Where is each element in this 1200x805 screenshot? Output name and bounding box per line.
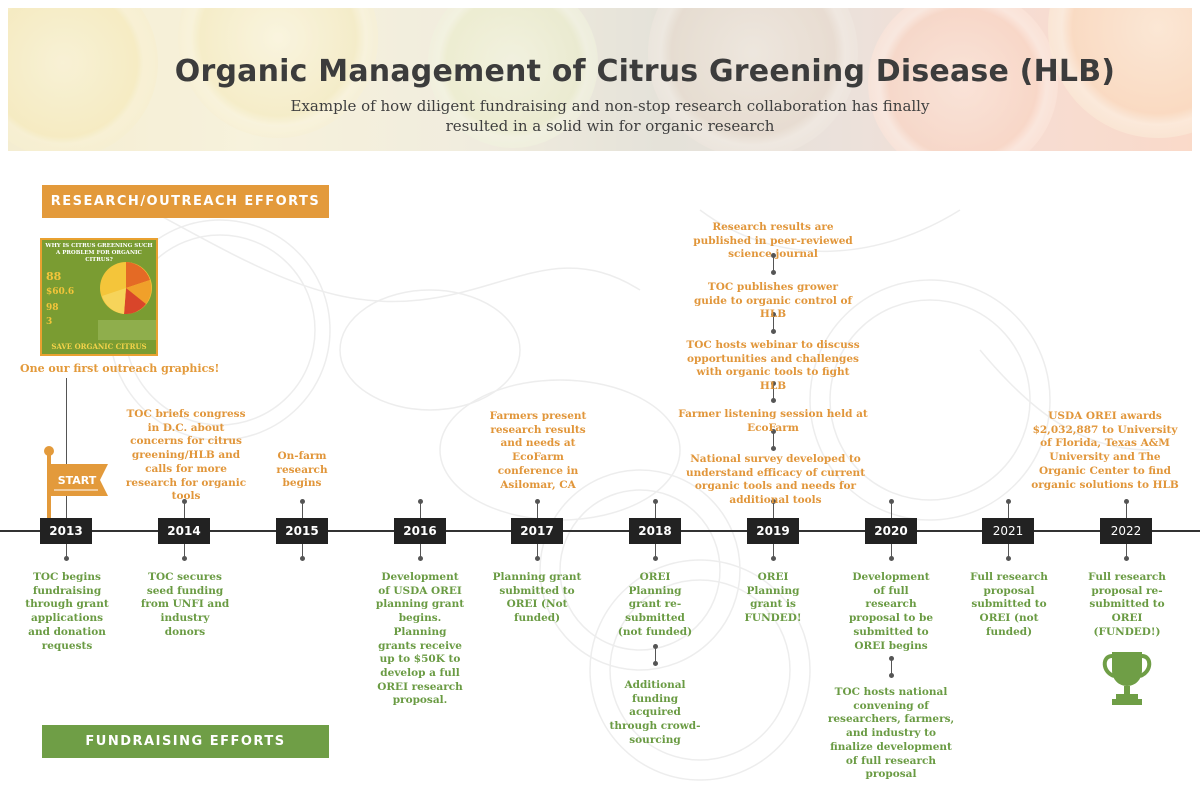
research-2019-journal: Research results are published in peer-r…: [693, 221, 853, 261]
research-2019-webinar: TOC hosts webinar to discuss opportuniti…: [686, 339, 860, 393]
header-banner: [8, 8, 1192, 151]
research-outreach-header: RESEARCH/OUTREACH EFFORTS: [42, 185, 329, 218]
citrus-line-art-background: [109, 209, 1151, 781]
research-2015: On-farm research begins: [276, 450, 328, 490]
fundraising-2014: TOC secures seed funding from UNFI and i…: [140, 571, 230, 638]
outreach-graphic-image: WHY IS CITRUS GREENING SUCH A PROBLEM FO…: [40, 238, 158, 356]
year-2015: 2015: [276, 518, 328, 544]
year-2016: 2016: [394, 518, 446, 544]
timeline-axis: [0, 530, 1200, 532]
outreach-graphic-caption: One our first outreach graphics!: [20, 362, 220, 375]
year-2013: 2013: [40, 518, 92, 544]
fundraising-2018-resubmit: OREI Planning grant re-submitted (not fu…: [617, 571, 693, 638]
fundraising-2018-crowdsourcing: Additional funding acquired through crow…: [609, 679, 701, 746]
fundraising-2017: Planning grant submitted to OREI (Not fu…: [492, 571, 582, 625]
start-flag-icon: START: [44, 446, 108, 522]
research-2022: USDA OREI awards $2,032,887 to Universit…: [1031, 410, 1179, 491]
research-2019-guide: TOC publishes grower guide to organic co…: [693, 281, 853, 321]
fundraising-2020-proposal: Development of full research proposal to…: [848, 571, 934, 652]
outreach-graphic-footer: SAVE ORGANIC CITRUS: [51, 342, 147, 351]
page-subtitle: Example of how diligent fundraising and …: [290, 97, 930, 135]
citrus-pie-icon: [100, 262, 152, 315]
fundraising-2019: OREI Planning grant is FUNDED!: [744, 571, 802, 625]
fundraising-2022: Full research proposal re-submitted to O…: [1088, 571, 1166, 638]
year-2018: 2018: [629, 518, 681, 544]
research-2017: Farmers present research results and nee…: [489, 410, 587, 491]
fundraising-2020-convening: TOC hosts national convening of research…: [827, 686, 955, 781]
year-2014: 2014: [158, 518, 210, 544]
fundraising-2013: TOC begins fundraising through grant app…: [25, 571, 109, 652]
research-2019-survey: National survey developed to understand …: [685, 453, 866, 507]
page-title: Organic Management of Citrus Greening Di…: [174, 54, 1116, 89]
year-2021: 2021: [982, 518, 1034, 544]
year-2020: 2020: [865, 518, 917, 544]
trophy-icon: [1102, 652, 1152, 705]
outreach-graphic-headline: WHY IS CITRUS GREENING SUCH A PROBLEM FO…: [45, 243, 153, 263]
research-2019-listening: Farmer listening session held at EcoFarm: [678, 408, 868, 434]
research-2014: TOC briefs congress in D.C. about concer…: [125, 408, 247, 503]
fundraising-2021: Full research proposal submitted to OREI…: [970, 571, 1048, 638]
fundraising-2016: Development of USDA OREI planning grant …: [375, 571, 465, 707]
year-2019: 2019: [747, 518, 799, 544]
start-label: START: [58, 474, 97, 487]
year-2022: 2022: [1100, 518, 1152, 544]
fundraising-header: FUNDRAISING EFFORTS: [42, 725, 329, 758]
year-2017: 2017: [511, 518, 563, 544]
